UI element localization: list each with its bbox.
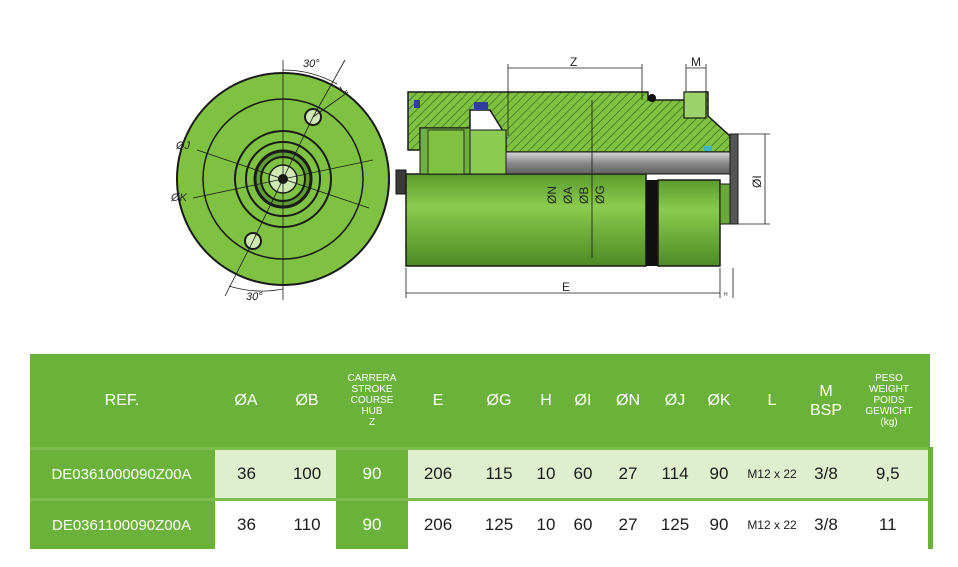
cell-e: 206	[408, 447, 468, 500]
header-h: H	[530, 354, 562, 449]
header-stroke: CARRERA STROKE COURSE HUB Z	[336, 354, 408, 449]
cell-l: M12 x 22	[740, 498, 804, 549]
label-n: ØN	[545, 186, 559, 204]
label-j: ØJ	[175, 140, 191, 152]
cell-e: 206	[408, 498, 468, 549]
cell-j: 125	[652, 498, 698, 549]
header-i: ØI	[562, 354, 604, 449]
label-h: H	[724, 292, 728, 298]
header-e: E	[408, 354, 468, 449]
label-k: ØK	[170, 192, 188, 204]
cell-m: 3/8	[804, 498, 848, 549]
cell-weight: 9,5	[848, 447, 933, 500]
header-ref: REF.	[30, 354, 214, 449]
cell-h: 10	[530, 447, 562, 500]
table-row: DE0361000090Z00A 36 100 90 206 115 10 60…	[30, 447, 933, 500]
label-z: Z	[570, 55, 577, 69]
cell-ref: DE0361100090Z00A	[30, 498, 215, 549]
label-angle-top: 30°	[303, 58, 320, 70]
header-weight: PESO WEIGHT POIDS GEWICHT (kg)	[848, 354, 930, 449]
spec-table: REF. ØA ØB CARRERA STROKE COURSE HUB Z E…	[30, 354, 933, 549]
header-l: L	[740, 354, 804, 449]
table-row: DE0361100090Z00A 36 110 90 206 125 10 60…	[30, 498, 933, 549]
front-view	[176, 59, 390, 300]
header-a: ØA	[214, 354, 278, 449]
label-a: ØA	[561, 187, 575, 204]
label-m: M	[691, 55, 701, 69]
cell-l: M12 x 22	[740, 447, 804, 500]
cell-h: 10	[530, 498, 562, 549]
cell-n: 27	[604, 447, 652, 500]
cell-j: 114	[652, 447, 698, 500]
cell-b: 100	[278, 447, 336, 500]
header-g: ØG	[468, 354, 530, 449]
cell-m: 3/8	[804, 447, 848, 500]
label-angle-bottom: 30°	[246, 291, 263, 303]
side-view	[395, 64, 770, 298]
cell-weight: 11	[848, 498, 933, 549]
cell-a: 36	[214, 498, 278, 549]
label-i: ØI	[750, 175, 764, 188]
cell-z: 90	[336, 447, 408, 500]
cell-n: 27	[604, 498, 652, 549]
table-header-row: REF. ØA ØB CARRERA STROKE COURSE HUB Z E…	[30, 354, 930, 449]
header-j: ØJ	[652, 354, 698, 449]
label-g: ØG	[593, 185, 607, 204]
header-k: ØK	[698, 354, 740, 449]
cell-k: 90	[698, 447, 740, 500]
header-b: ØB	[278, 354, 336, 449]
cell-k: 90	[698, 498, 740, 549]
cell-i: 60	[562, 447, 604, 500]
header-m: M BSP	[804, 354, 848, 449]
cell-a: 36	[214, 447, 278, 500]
label-b: ØB	[577, 187, 591, 204]
cell-ref: DE0361000090Z00A	[30, 447, 215, 500]
cell-g: 115	[468, 447, 530, 500]
cell-g: 125	[468, 498, 530, 549]
header-n: ØN	[604, 354, 652, 449]
cell-z: 90	[336, 498, 408, 549]
technical-drawing: 30° 30° L ØJ ØK	[170, 55, 770, 303]
cell-i: 60	[562, 498, 604, 549]
label-e: E	[562, 280, 570, 294]
cell-b: 110	[278, 498, 336, 549]
